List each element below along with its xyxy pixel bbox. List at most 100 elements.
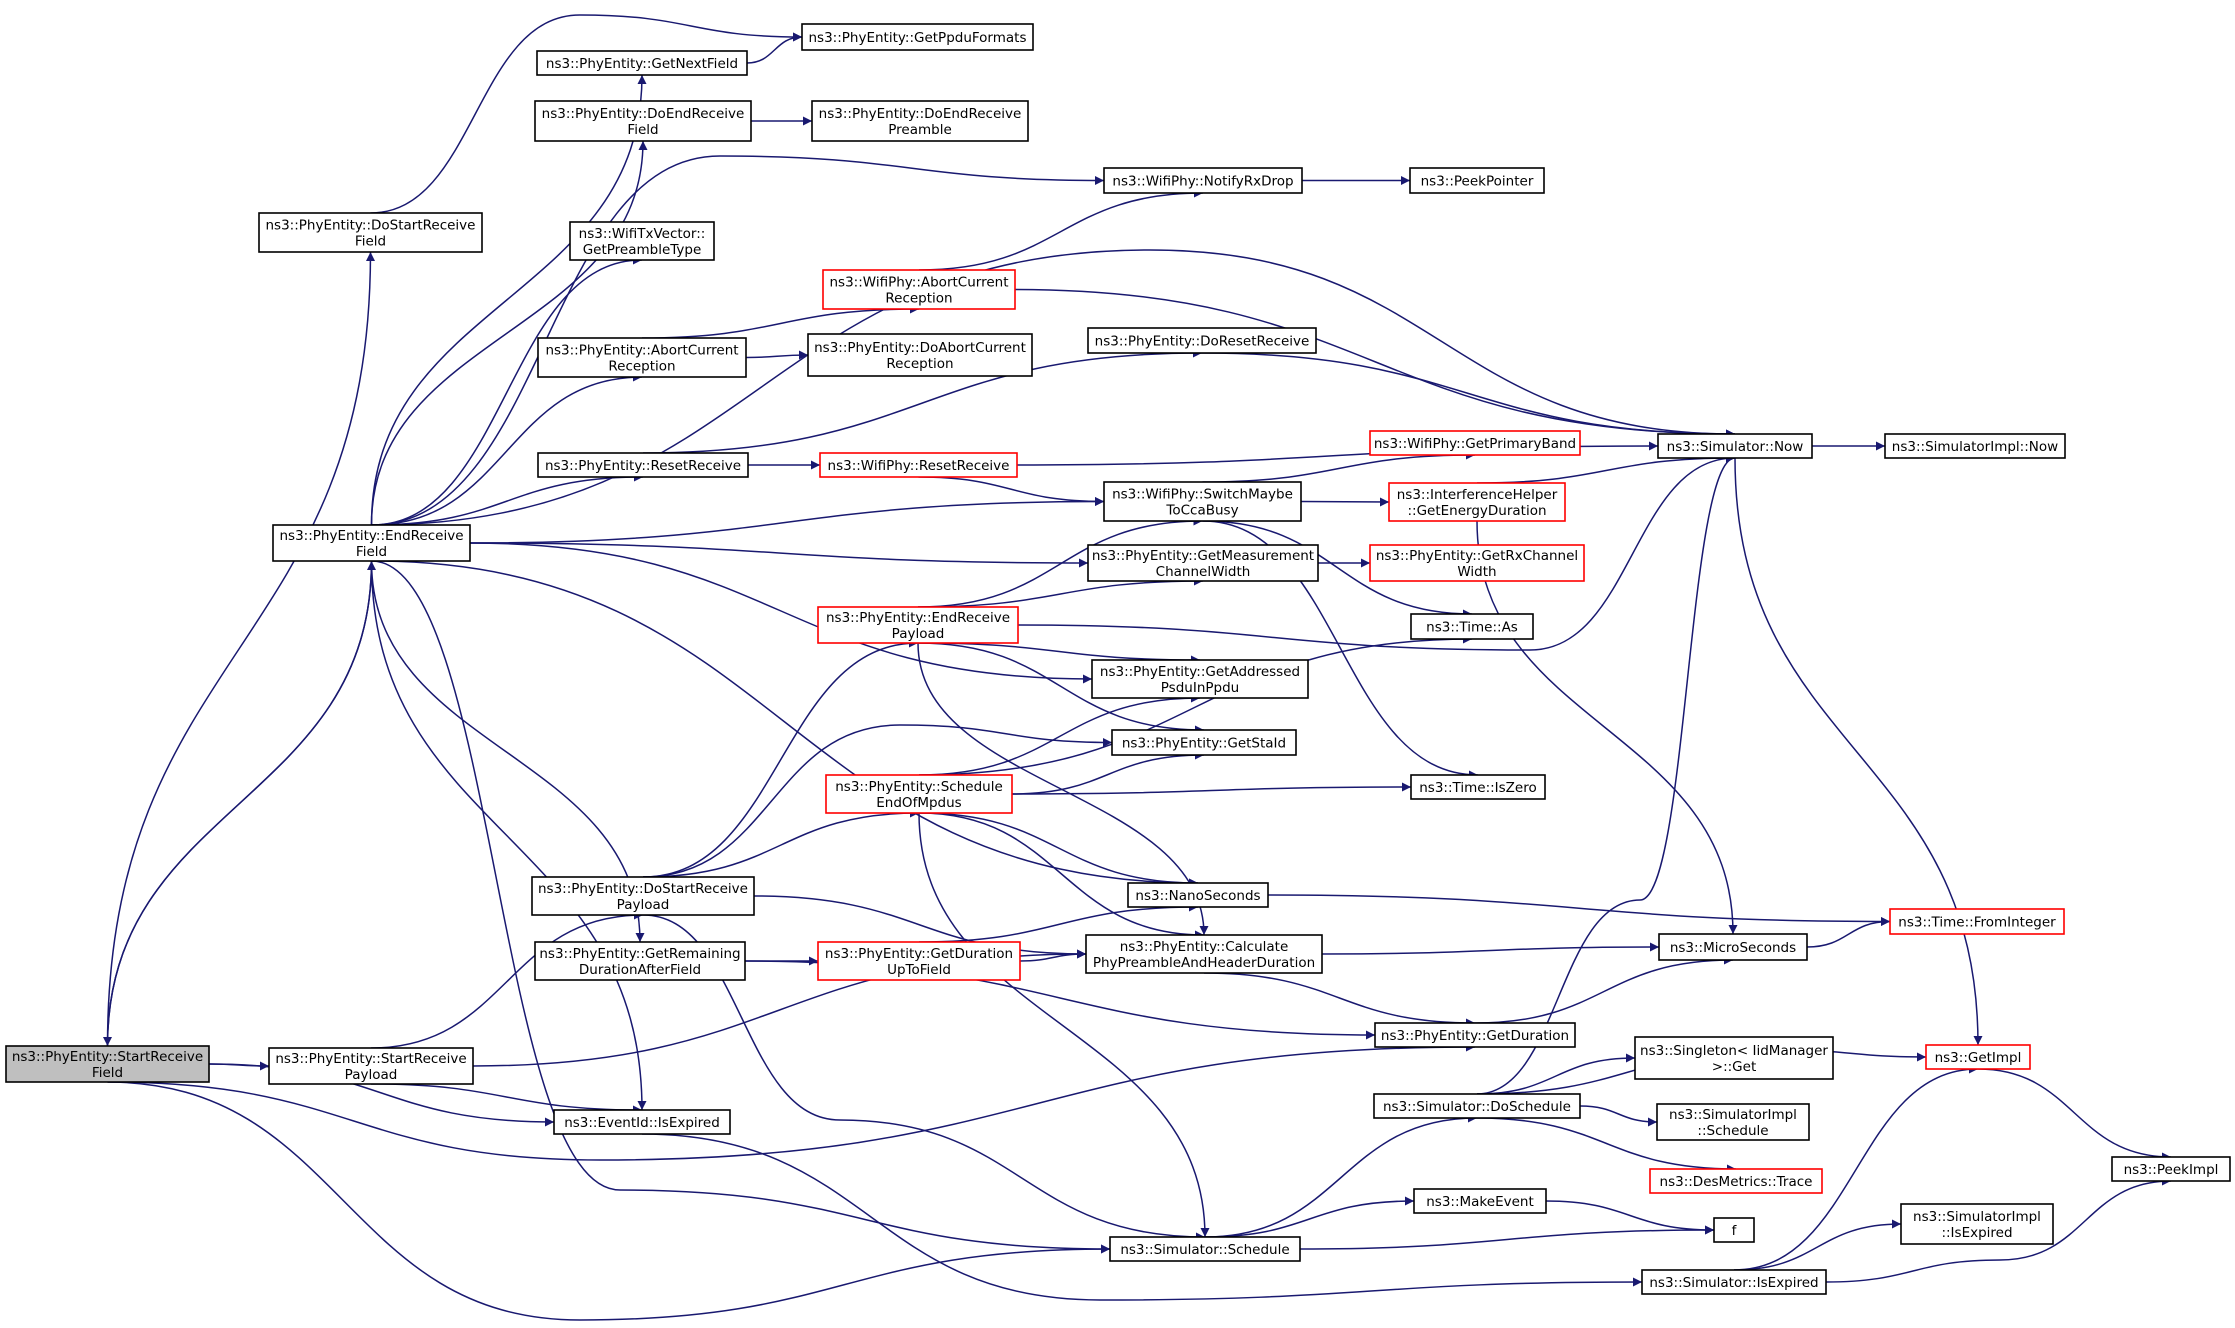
edge-line [1806, 917, 1891, 948]
node-get-energy-duration[interactable]: ns3::InterferenceHelper::GetEnergyDurati… [1388, 482, 1566, 522]
node-box [825, 774, 1013, 814]
node-des-metrics-trace[interactable]: ns3::DesMetrics::Trace [1649, 1168, 1823, 1194]
node-get-preamble-type[interactable]: ns3::WifiTxVector::GetPreambleType [569, 221, 715, 261]
node-get-next-field[interactable]: ns3::PhyEntity::GetNextField [536, 50, 748, 76]
edge-schedule-end-of-mpdus-to-nano-seconds [918, 812, 1199, 888]
node-box [569, 221, 715, 261]
edge-line [371, 560, 1111, 1254]
node-phyentity-reset-receive[interactable]: ns3::PhyEntity::ResetReceive [537, 452, 749, 478]
edge-end-receive-payload-to-simulator-now [1017, 453, 1736, 651]
edge-line [371, 255, 643, 526]
node-do-reset-receive[interactable]: ns3::PhyEntity::DoResetReceive [1087, 327, 1317, 354]
node-get-primary-band[interactable]: ns3::WifiPhy::GetPrimaryBand [1369, 430, 1581, 456]
node-label: ns3::SimulatorImpl::Now [1892, 439, 2058, 455]
node-simulatorimpl-is-expired[interactable]: ns3::SimulatorImpl::IsExpired [1900, 1203, 2054, 1245]
node-time-is-zero[interactable]: ns3::Time::IsZero [1410, 774, 1546, 800]
edge-simulator-is-expired-to-get-impl [1733, 1064, 1979, 1271]
node-box [1634, 1036, 1834, 1080]
edge-line [1299, 1225, 1715, 1250]
node-get-sta-id[interactable]: ns3::PhyEntity::GetStaId [1111, 729, 1297, 756]
node-time-as[interactable]: ns3::Time::As [1410, 613, 1534, 640]
edge-line [917, 516, 1203, 608]
node-singleton-get[interactable]: ns3::Singleton< IidManager >::Get [1634, 1036, 1834, 1080]
node-nano-seconds[interactable]: ns3::NanoSeconds [1127, 882, 1269, 908]
node-simulatorimpl-now[interactable]: ns3::SimulatorImpl::Now [1884, 433, 2066, 459]
node-label: ns3::WifiPhy::NotifyRxDrop [1112, 174, 1293, 190]
node-phyentity-get-duration[interactable]: ns3::PhyEntity::GetDuration [1374, 1022, 1576, 1048]
edge-line [1204, 1196, 1415, 1238]
node-label: ns3::SimulatorImpl [1669, 1107, 1797, 1123]
node-box [2111, 1156, 2231, 1182]
node-simulator-is-expired[interactable]: ns3::Simulator::IsExpired [1641, 1269, 1827, 1295]
node-micro-seconds[interactable]: ns3::MicroSeconds [1658, 933, 1808, 961]
node-simulator-now[interactable]: ns3::Simulator::Now [1657, 433, 1813, 459]
edge-simulator-now-to-get-impl [1734, 457, 1983, 1046]
edge-get-impl-to-peek-impl [1977, 1068, 2172, 1162]
edge-start-receive-field-to-simulator-schedule [107, 1081, 1111, 1321]
edge-line [746, 32, 803, 64]
edge-wifiphy-abort-current-reception-to-simulator-now [1014, 288, 1736, 439]
edge-line [371, 560, 1199, 888]
node-label: ns3::NanoSeconds [1135, 888, 1260, 904]
node-notify-rx-drop[interactable]: ns3::WifiPhy::NotifyRxDrop [1103, 167, 1303, 194]
edge-line [370, 14, 803, 214]
edge-line [1545, 1200, 1715, 1235]
node-box [1087, 327, 1317, 354]
node-time-from-integer[interactable]: ns3::Time::FromInteger [1889, 908, 2065, 935]
node-event-id-is-expired[interactable]: ns3::EventId::IsExpired [553, 1109, 731, 1135]
node-label: ns3::PhyEntity::GetNextField [546, 56, 738, 72]
node-label: ns3::PhyEntity::GetRxChannel [1376, 548, 1578, 564]
edge-end-receive-field-to-get-remaining-duration-after-field [370, 560, 645, 943]
edge-line [918, 476, 1105, 506]
node-get-impl[interactable]: ns3::GetImpl [1925, 1044, 2031, 1070]
node-get-measurement-channel-width[interactable]: ns3::PhyEntity::GetMeasurementChannelWid… [1087, 544, 1319, 582]
node-simulator-do-schedule[interactable]: ns3::Simulator::DoSchedule [1373, 1093, 1581, 1119]
edge-simulator-schedule-to-f [1299, 1225, 1715, 1250]
node-simulator-schedule[interactable]: ns3::Simulator::Schedule [1109, 1236, 1301, 1262]
node-label: ns3::PhyEntity::GetDuration [825, 946, 1013, 962]
edge-line [370, 560, 645, 943]
node-label: ns3::GetImpl [1935, 1050, 2022, 1066]
node-peek-pointer[interactable]: ns3::PeekPointer [1409, 167, 1545, 194]
node-get-remaining-duration-after-field[interactable]: ns3::PhyEntity::GetRemainingDurationAfte… [534, 941, 746, 981]
node-simulatorimpl-schedule[interactable]: ns3::SimulatorImpl::Schedule [1656, 1103, 1810, 1141]
edge-line [1977, 1068, 2172, 1162]
edge-line [1204, 1113, 1478, 1238]
edge-event-id-is-expired-to-simulator-is-expired [641, 1133, 1643, 1301]
node-get-ppdu-formats[interactable]: ns3::PhyEntity::GetPpduFormats [801, 23, 1034, 51]
node-make-event[interactable]: ns3::MakeEvent [1413, 1188, 1547, 1214]
node-f[interactable]: f [1713, 1217, 1755, 1243]
node-wifiphy-reset-receive[interactable]: ns3::WifiPhy::ResetReceive [819, 452, 1018, 478]
node-peek-impl[interactable]: ns3::PeekImpl [2111, 1156, 2231, 1182]
node-box [1413, 1188, 1547, 1214]
edge-line [469, 497, 1105, 544]
edge-end-receive-field-to-simulator-schedule [371, 560, 1111, 1254]
edge-line [642, 348, 1203, 454]
edge-get-duration-up-to-field-to-nano-seconds [918, 902, 1199, 943]
edge-line [1476, 1117, 1737, 1174]
edge-line [1011, 750, 1205, 795]
node-calculate-phy-preamble-and-header-duration[interactable]: ns3::PhyEntity::CalculatePhyPreambleAndH… [1085, 934, 1323, 974]
node-label: ns3::PhyEntity::DoAbortCurrent [814, 340, 1026, 356]
edge-line [1579, 1105, 1658, 1127]
node-label: ns3::DesMetrics::Trace [1660, 1174, 1813, 1190]
node-label: ns3::PhyEntity::DoStartReceive [538, 881, 748, 897]
edge-line [1014, 288, 1736, 439]
node-box [1091, 659, 1309, 699]
